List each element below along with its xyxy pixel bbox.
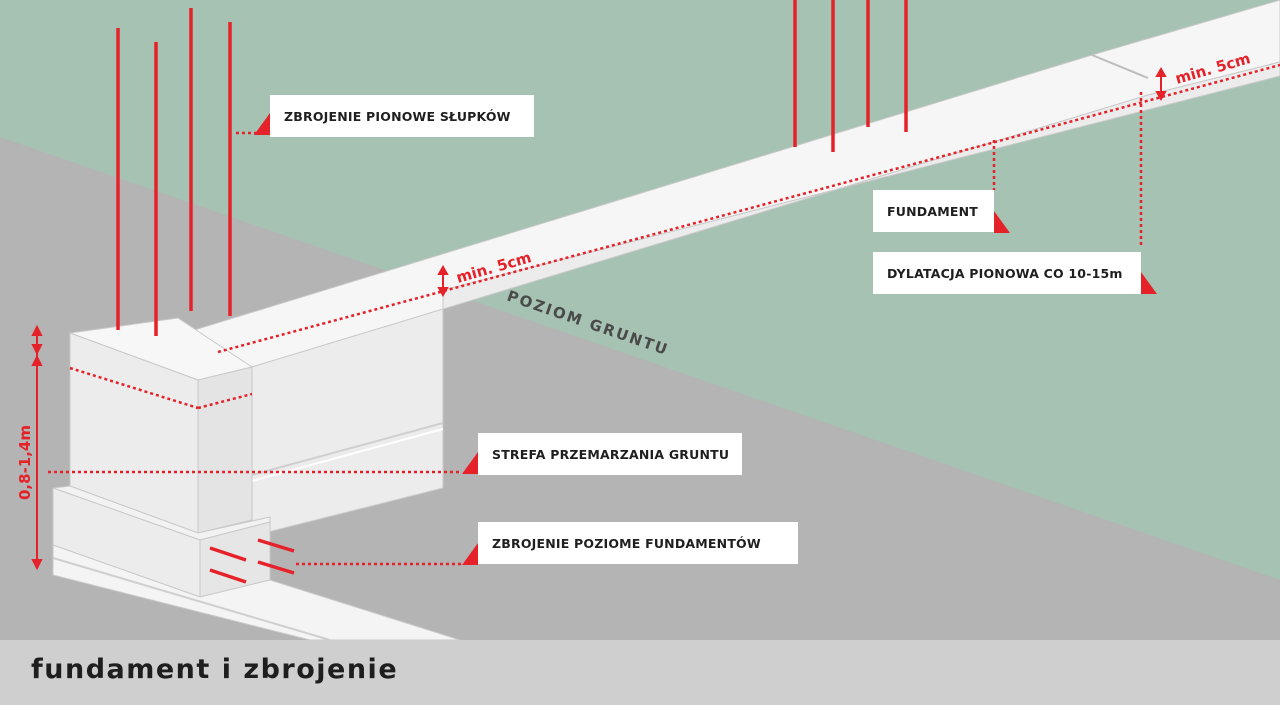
dim-depth-label: 0,8-1,4m <box>16 425 34 500</box>
label-vertical-rebar: ZBROJENIE PIONOWE SŁUPKÓW <box>270 95 534 137</box>
callout-marker <box>462 452 478 474</box>
horizontal-rebar <box>209 568 247 584</box>
dim-depth-arrow-mid-down <box>31 354 43 366</box>
base-slab-edge <box>52 557 331 641</box>
dim-depth-arrow-top <box>31 324 43 336</box>
horizontal-rebar <box>257 538 295 553</box>
label-fundament: FUNDAMENT <box>873 190 994 232</box>
label-horizontal-rebar: ZBROJENIE POZIOME FUNDAMENTÓW <box>478 522 798 564</box>
callout-marker <box>1141 272 1157 294</box>
dim-front-arrow-down <box>437 287 449 298</box>
dim-depth-arrow-bottom <box>31 559 43 571</box>
expansion-joint <box>1091 54 1149 79</box>
dim-front-arrow-up <box>437 264 449 275</box>
dim-depth-arrow-mid-up <box>31 344 43 356</box>
label-dylatacja: DYLATACJA PIONOWA CO 10-15m <box>873 252 1141 294</box>
horizontal-rebar <box>257 560 295 575</box>
callout-marker <box>462 543 478 565</box>
callout-marker <box>994 211 1010 233</box>
dim-back-arrow-up <box>1155 66 1167 77</box>
callout-marker <box>254 113 270 135</box>
wall-front-face <box>251 61 1280 537</box>
wall-top-face <box>176 0 1280 368</box>
footer-title: fundament i zbrojenie <box>31 654 399 685</box>
cover-line-pillar-left <box>69 366 199 410</box>
label-frost-zone: STREFA PRZEMARZANIA GRUNTU <box>478 433 742 475</box>
pillar-right-face <box>197 366 253 534</box>
dim-back-arrow-down <box>1155 91 1167 102</box>
horizontal-rebar <box>209 546 247 562</box>
footer-bar: fundament i zbrojenie <box>0 640 1280 705</box>
wall-ledge-line <box>251 422 444 476</box>
